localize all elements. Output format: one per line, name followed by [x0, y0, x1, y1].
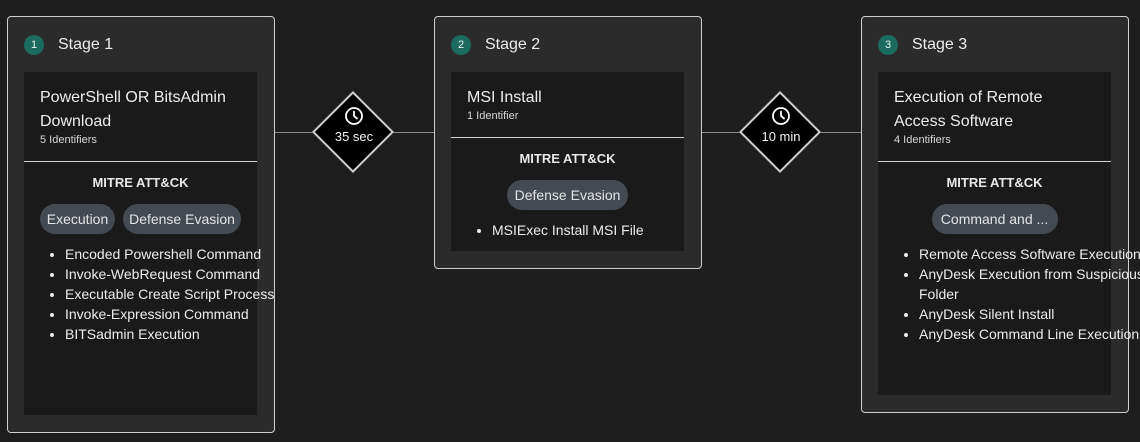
identifier-count: 1 Identifier [467, 110, 519, 122]
stage-number-badge: 3 [878, 35, 898, 55]
stage-card-2[interactable]: 2 Stage 2 MSI Install 1 Identifier MITRE… [434, 16, 702, 269]
stage-header: 3 Stage 3 [878, 34, 967, 56]
divider [451, 137, 684, 138]
stage-header: 2 Stage 2 [451, 34, 540, 56]
timer-label: 10 min [761, 129, 801, 144]
clock-icon [345, 107, 363, 125]
tactic-chip-defense-evasion[interactable]: Defense Evasion [123, 204, 241, 234]
stage-title: Stage 3 [912, 36, 968, 53]
tactic-chips: Execution Defense Evasion [24, 204, 257, 234]
list-item: MSIExec Install MSI File [492, 220, 725, 240]
stage-card-1[interactable]: 1 Stage 1 PowerShell OR BitsAdmin Downlo… [7, 16, 275, 433]
timer-label: 35 sec [334, 129, 374, 144]
divider [878, 161, 1111, 162]
list-item: Executable Create Script Process [65, 284, 298, 304]
stage-detail-panel: MSI Install 1 Identifier MITRE ATT&CK De… [451, 72, 684, 251]
identifier-list: Remote Access Software Execution AnyDesk… [878, 244, 1140, 344]
stage-card-3[interactable]: 3 Stage 3 Execution of Remote Access Sof… [861, 16, 1140, 413]
tactic-chips: Command and ... [878, 204, 1111, 234]
clock-icon [772, 107, 790, 125]
identifier-count: 5 Identifiers [40, 134, 97, 146]
mitre-heading: MITRE ATT&CK [92, 175, 189, 190]
list-item: Invoke-WebRequest Command [65, 264, 298, 284]
timer-node-1: 35 sec [311, 90, 396, 175]
stage-name: MSI Install [467, 89, 542, 106]
stage-detail-panel: PowerShell OR BitsAdmin Download 5 Ident… [24, 72, 274, 415]
list-item: AnyDesk Command Line Execution [919, 324, 1140, 344]
list-item: BITSadmin Execution [65, 324, 298, 344]
stage-number-badge: 1 [24, 35, 44, 55]
identifier-list: MSIExec Install MSI File [451, 220, 725, 240]
identifier-list: Encoded Powershell Command Invoke-WebReq… [24, 244, 298, 344]
tactic-chip-execution[interactable]: Execution [40, 204, 115, 234]
list-item: Encoded Powershell Command [65, 244, 298, 264]
tactic-chip-command-and-control[interactable]: Command and ... [931, 204, 1058, 234]
divider [24, 161, 257, 162]
list-item: AnyDesk Execution from Suspicious Folder [919, 264, 1140, 304]
tactic-chip-defense-evasion[interactable]: Defense Evasion [507, 180, 628, 210]
stage-number-badge: 2 [451, 35, 471, 55]
list-item: Invoke-Expression Command [65, 304, 298, 324]
identifier-count: 4 Identifiers [894, 134, 951, 146]
stage-name: PowerShell OR BitsAdmin Download [40, 89, 226, 130]
stage-detail-panel: Execution of Remote Access Software 4 Id… [878, 72, 1140, 395]
stage-title: Stage 1 [58, 36, 114, 53]
mitre-heading: MITRE ATT&CK [946, 175, 1043, 190]
stage-title: Stage 2 [485, 36, 541, 53]
list-item: Remote Access Software Execution [919, 244, 1140, 264]
timer-node-2: 10 min [738, 90, 823, 175]
mitre-heading: MITRE ATT&CK [519, 151, 616, 166]
list-item: AnyDesk Silent Install [919, 304, 1140, 324]
tactic-chips: Defense Evasion [451, 180, 684, 210]
stage-name: Execution of Remote Access Software [894, 89, 1043, 130]
stage-header: 1 Stage 1 [24, 34, 113, 56]
